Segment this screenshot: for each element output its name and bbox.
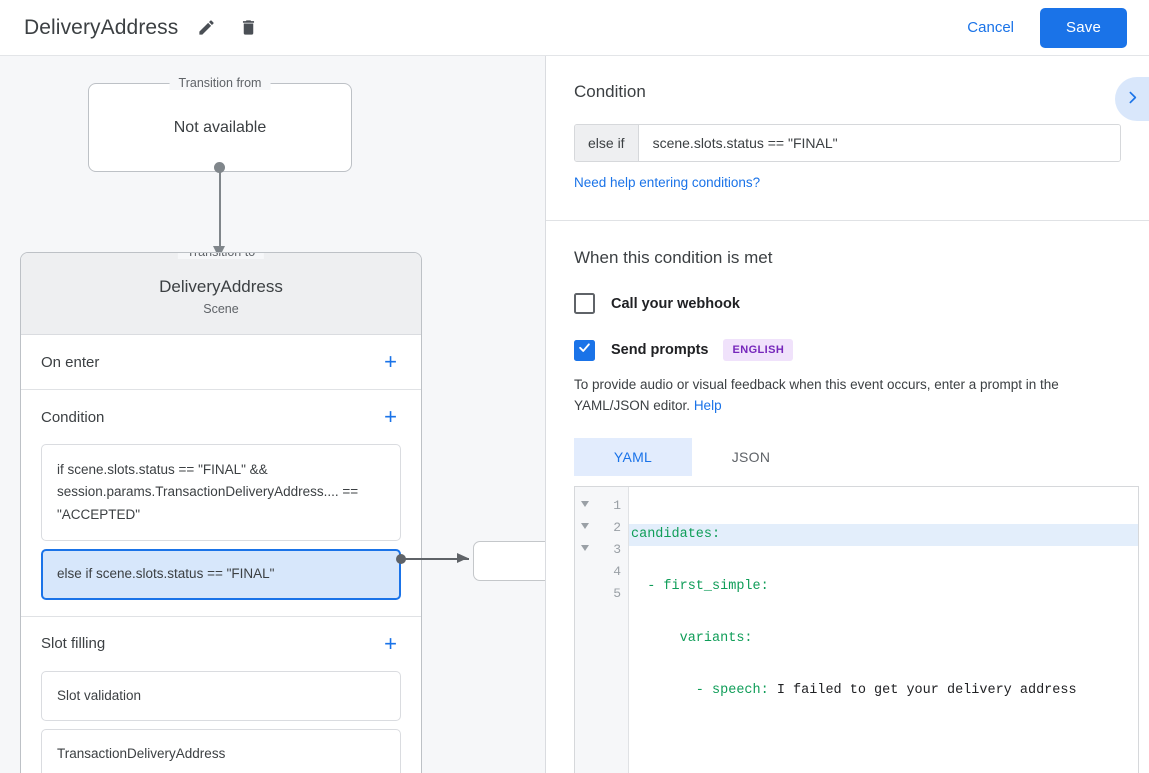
section-slot-filling-header: Slot filling + [41, 617, 401, 671]
when-condition-met-section: When this condition is met Call your web… [546, 221, 1149, 773]
condition-prefix-label: else if [575, 125, 639, 161]
when-met-heading: When this condition is met [574, 248, 773, 267]
fold-arrow-icon[interactable] [581, 545, 589, 552]
send-prompts-label[interactable]: Send prompts [611, 342, 709, 358]
line-number: 4 [613, 563, 621, 579]
add-on-enter-button[interactable]: + [380, 349, 401, 375]
page-title: DeliveryAddress [24, 15, 179, 39]
code-key: variants: [631, 631, 753, 647]
trash-icon [239, 18, 258, 37]
editor-code-area[interactable]: candidates: - first_simple: variants: - … [629, 487, 1138, 773]
help-link[interactable]: Help [693, 397, 722, 413]
scene-name: DeliveryAddress [159, 277, 283, 296]
delete-button[interactable] [234, 14, 262, 42]
selected-condition-dot [396, 554, 406, 564]
language-badge: ENGLISH [723, 339, 794, 361]
section-slot-filling: Slot filling + Slot validation Transacti… [21, 617, 421, 773]
top-bar: DeliveryAddress Cancel Save [0, 0, 1149, 56]
gutter-line[interactable]: 4 [575, 560, 628, 582]
prompt-code-editor[interactable]: 1 2 3 4 5 [574, 486, 1139, 773]
tab-yaml[interactable]: YAML [574, 438, 692, 477]
code-value: I failed to get your delivery address [768, 683, 1077, 699]
gutter-line[interactable]: 1 [575, 494, 628, 516]
section-on-enter-title: On enter [41, 353, 100, 371]
scene-graph-canvas[interactable]: Transition from Not available Transition… [0, 56, 546, 773]
section-on-enter: On enter + [21, 335, 421, 390]
transition-from-node[interactable]: Transition from Not available [88, 76, 352, 172]
add-condition-button[interactable]: + [380, 404, 401, 430]
send-prompts-checkbox[interactable] [574, 339, 595, 361]
pencil-icon [197, 18, 216, 37]
gutter-line[interactable]: 3 [575, 538, 628, 560]
selected-condition-arrow-icon [457, 553, 468, 563]
slot-item-transaction-delivery-address[interactable]: TransactionDeliveryAddress [41, 729, 401, 773]
edit-button[interactable] [192, 14, 220, 42]
line-number: 5 [613, 585, 621, 601]
line-number: 2 [613, 519, 621, 535]
main-body: Transition from Not available Transition… [0, 56, 1149, 773]
code-line[interactable]: - first_simple: [629, 576, 1138, 598]
scene-card-header[interactable]: DeliveryAddress Scene [21, 253, 421, 335]
send-prompts-description-text: To provide audio or visual feedback when… [574, 377, 1059, 413]
details-panel: Condition else if scene.slots.status == … [546, 56, 1149, 773]
fold-arrow-icon[interactable] [581, 501, 589, 508]
connector-line [219, 168, 221, 252]
code-key: candidates: [631, 527, 721, 543]
editor-gutter: 1 2 3 4 5 [575, 487, 629, 773]
gutter-line[interactable]: 5 [575, 582, 628, 604]
code-line[interactable] [629, 732, 1138, 754]
code-key: - speech: [631, 683, 769, 699]
condition-heading: Condition [574, 82, 646, 101]
condition-help-link[interactable]: Need help entering conditions? [574, 175, 761, 190]
add-slot-filling-button[interactable]: + [380, 631, 401, 657]
condition-item-if[interactable]: if scene.slots.status == "FINAL" && sess… [41, 444, 401, 542]
code-line[interactable]: - speech: I failed to get your delivery … [629, 680, 1138, 702]
transition-from-legend: Transition from [169, 76, 271, 90]
gutter-line[interactable]: 2 [575, 516, 628, 538]
section-condition-header: Condition + [41, 390, 401, 444]
chevron-right-icon [1124, 89, 1141, 109]
editor-format-tabs: YAML JSON [574, 438, 1121, 477]
condition-section: Condition else if scene.slots.status == … [546, 56, 1149, 221]
scene-type: Scene [203, 302, 239, 316]
connector-start-dot [214, 162, 225, 173]
call-webhook-checkbox[interactable] [574, 293, 595, 314]
cancel-button[interactable]: Cancel [953, 11, 1028, 44]
transition-from-value: Not available [173, 118, 267, 136]
section-on-enter-header: On enter + [41, 335, 401, 389]
code-line[interactable]: variants: [629, 628, 1138, 650]
target-transition-card[interactable] [473, 541, 545, 581]
slot-item-slot-validation[interactable]: Slot validation [41, 670, 401, 722]
save-button[interactable]: Save [1040, 7, 1127, 48]
webhook-row: Call your webhook [574, 293, 1121, 314]
line-number: 1 [613, 497, 621, 513]
transition-to-scene-card: Transition to DeliveryAddress Scene On e… [20, 252, 422, 773]
code-key: - first_simple: [631, 579, 769, 595]
call-webhook-label[interactable]: Call your webhook [611, 295, 740, 312]
section-condition-title: Condition [41, 408, 105, 426]
section-condition: Condition + if scene.slots.status == "FI… [21, 390, 421, 617]
expand-panel-button[interactable] [1115, 77, 1149, 121]
send-prompts-row: Send prompts ENGLISH [574, 339, 1121, 361]
transition-to-legend: Transition to [177, 253, 265, 259]
fold-arrow-icon[interactable] [581, 523, 589, 530]
send-prompts-description: To provide audio or visual feedback when… [574, 375, 1121, 416]
condition-item-else-if[interactable]: else if scene.slots.status == "FINAL" [41, 549, 401, 600]
tab-json[interactable]: JSON [692, 438, 810, 476]
code-line[interactable]: candidates: [629, 524, 1138, 547]
condition-expression-input[interactable]: scene.slots.status == "FINAL" [638, 125, 1120, 161]
selected-condition-line [404, 558, 469, 560]
section-slot-filling-title: Slot filling [41, 635, 106, 653]
check-icon [577, 340, 592, 360]
line-number: 3 [613, 541, 621, 557]
condition-input-row[interactable]: else if scene.slots.status == "FINAL" [574, 124, 1121, 162]
